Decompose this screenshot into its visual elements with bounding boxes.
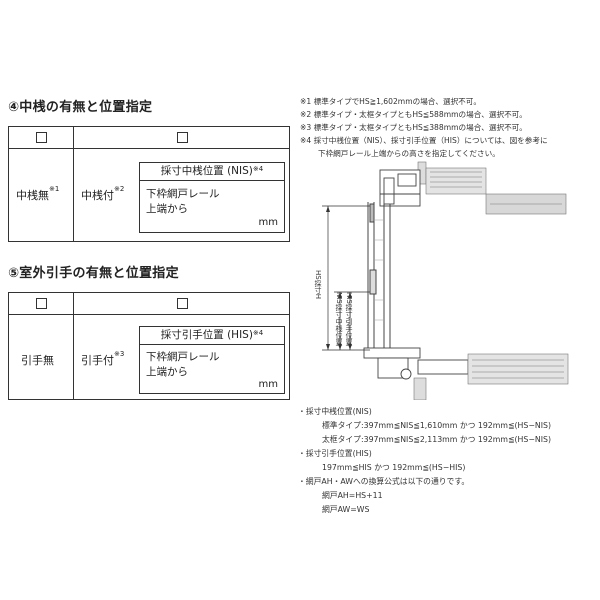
handle-with-label: 引手付※3 [81,350,125,367]
his-box-unit: mm [258,379,278,390]
window-section-diagram [322,161,569,400]
note-5: 下枠網戸レール上端からの高さを指定してください。 [318,149,500,158]
note-1: ※1 標準タイプでHS≧1,602mmの場合、選択不可。 [300,97,481,106]
midbar-form: 中桟無※1 中桟付※2 採寸中桟位置 (NIS)※4 下枠網戸レール 上端から … [8,126,290,242]
nis-box-title: 採寸中桟位置 (NIS)※4 [140,163,284,181]
nis-spec-standard: 標準タイプ:397mm≦NIS≦1,610mm かつ 192mm≦(HS−NIS… [322,421,552,430]
his-dimension-label: HIS採寸引手位置 [345,292,353,346]
his-box-title: 採寸引手位置 (HIS)※4 [140,327,284,345]
handle-none-checkbox[interactable] [36,298,47,309]
handle-form: 引手無 引手付※3 採寸引手位置 (HIS)※4 下枠網戸レール 上端から mm [8,292,290,400]
hs-dimension-label: HS採寸H [314,270,322,299]
his-box-line1: 下枠網戸レール [146,351,220,363]
nis-box-unit: mm [258,217,278,228]
midbar-none-label: 中桟無※1 [16,185,60,202]
nis-dimension-label: NIS採寸中桟位置 [335,292,343,346]
his-spec-heading: ・採寸引手位置(HIS) [298,449,372,458]
midbar-with-label: 中桟付※2 [81,185,125,202]
note-2: ※2 標準タイプ・太框タイプともHS≦588mmの場合、選択不可。 [300,110,527,119]
midbar-with-checkbox[interactable] [177,132,188,143]
note-4: ※4 採寸中桟位置（NIS）、採寸引手位置（HIS）については、図を参考に [300,136,548,145]
his-spec-range: 197mm≦HIS かつ 192mm≦(HS−HIS) [322,463,466,472]
conversion-ah: 網戸AH=HS+11 [322,491,383,500]
section4-title: ④中桟の有無と位置指定 [8,100,153,115]
section5-title: ⑤室外引手の有無と位置指定 [8,266,179,281]
nis-box-line2: 上端から [146,203,188,215]
midbar-none-checkbox[interactable] [36,132,47,143]
handle-with-checkbox[interactable] [177,298,188,309]
conversion-aw: 網戸AW=WS [322,505,370,514]
his-input-box[interactable]: 採寸引手位置 (HIS)※4 下枠網戸レール 上端から mm [139,326,285,394]
conversion-heading: ・網戸AH・AWへの換算公式は以下の通りです。 [298,477,470,486]
nis-spec-thick: 太框タイプ:397mm≦NIS≦2,113mm かつ 192mm≦(HS−NIS… [322,435,552,444]
nis-spec-heading: ・採寸中桟位置(NIS) [298,407,372,416]
note-3: ※3 標準タイプ・太框タイプともHS≦388mmの場合、選択不可。 [300,123,527,132]
his-box-line2: 上端から [146,366,188,378]
nis-box-line1: 下枠網戸レール [146,188,220,200]
handle-none-label: 引手無 [21,354,54,367]
nis-input-box[interactable]: 採寸中桟位置 (NIS)※4 下枠網戸レール 上端から mm [139,162,285,233]
